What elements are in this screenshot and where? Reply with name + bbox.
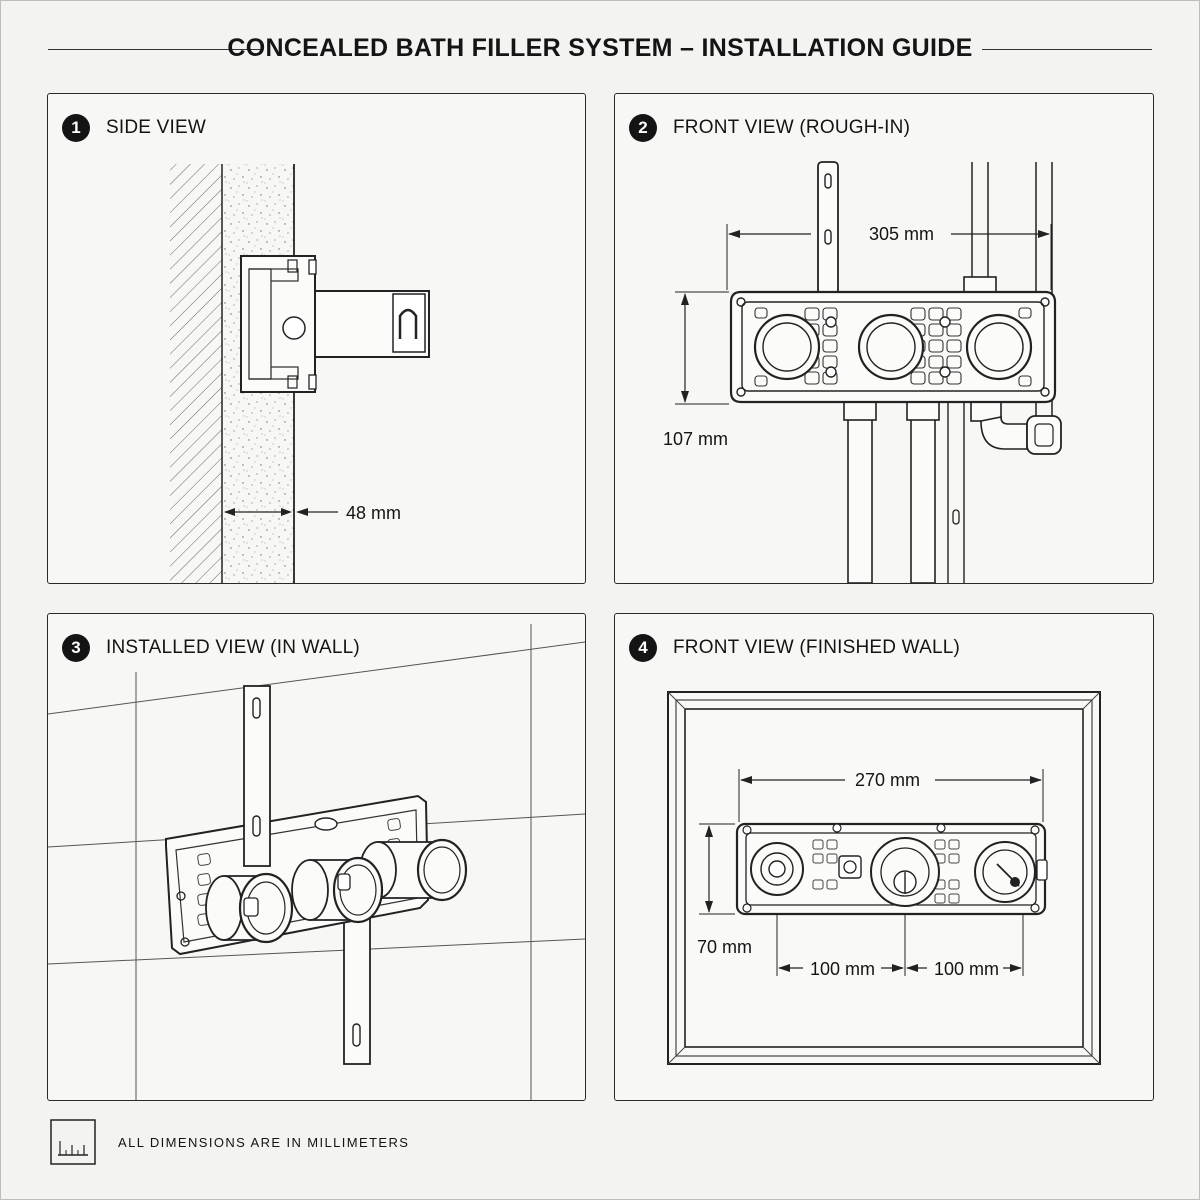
installed-view-drawing	[48, 624, 585, 1100]
step-badge-4: 4	[629, 634, 657, 662]
side-view-drawing: 48 mm	[170, 164, 430, 583]
panel-front-finished: 270 mm 70 mm 100 mm 100 mm 4 FRONT VIEW …	[614, 613, 1154, 1101]
panel-head-4: 4 FRONT VIEW (FINISHED WALL)	[629, 634, 960, 662]
panel-head-1: 1 SIDE VIEW	[62, 114, 206, 142]
step-badge-3: 3	[62, 634, 90, 662]
panel-title-2: FRONT VIEW (ROUGH-IN)	[673, 117, 911, 138]
title-rule-right	[982, 49, 1152, 50]
page-title: CONCEALED BATH FILLER SYSTEM – INSTALLAT…	[227, 34, 973, 62]
step-badge-2: 2	[629, 114, 657, 142]
dim-100mm-right: 100 mm	[934, 959, 999, 979]
footer-text: ALL DIMENSIONS ARE IN MILLIMETERS	[118, 1134, 410, 1150]
ruler-icon	[50, 1119, 96, 1165]
wall-hatch	[170, 164, 222, 583]
panel-front-rough-in: 305 mm 107 mm 2 FRONT VIEW (ROUGH-IN)	[614, 93, 1154, 584]
title-row: CONCEALED BATH FILLER SYSTEM – INSTALLAT…	[48, 30, 1152, 70]
panel-installed-view: 3 INSTALLED VIEW (IN WALL)	[47, 613, 586, 1101]
step-badge-1: 1	[62, 114, 90, 142]
dim-100mm-left: 100 mm	[810, 959, 875, 979]
panel-title-1: SIDE VIEW	[106, 117, 206, 138]
panel-head-2: 2 FRONT VIEW (ROUGH-IN)	[629, 114, 910, 142]
dim-305mm: 305 mm	[869, 224, 934, 244]
panel-side-view: 48 mm 1 SIDE VIEW	[47, 93, 586, 584]
finished-wall-drawing: 270 mm 70 mm 100 mm 100 mm	[667, 691, 1101, 1065]
footer-note: ALL DIMENSIONS ARE IN MILLIMETERS	[50, 1118, 409, 1166]
dim-70mm: 70 mm	[697, 937, 752, 957]
dim-107mm: 107 mm	[663, 429, 728, 449]
rough-in-drawing: 305 mm 107 mm	[663, 161, 1062, 583]
title-rule-left	[48, 49, 262, 50]
panel-title-3: INSTALLED VIEW (IN WALL)	[106, 637, 360, 658]
panel-title-4: FRONT VIEW (FINISHED WALL)	[673, 637, 961, 658]
dim-48mm: 48 mm	[346, 503, 401, 523]
dim-270mm: 270 mm	[855, 770, 920, 790]
panel-head-3: 3 INSTALLED VIEW (IN WALL)	[62, 634, 360, 662]
